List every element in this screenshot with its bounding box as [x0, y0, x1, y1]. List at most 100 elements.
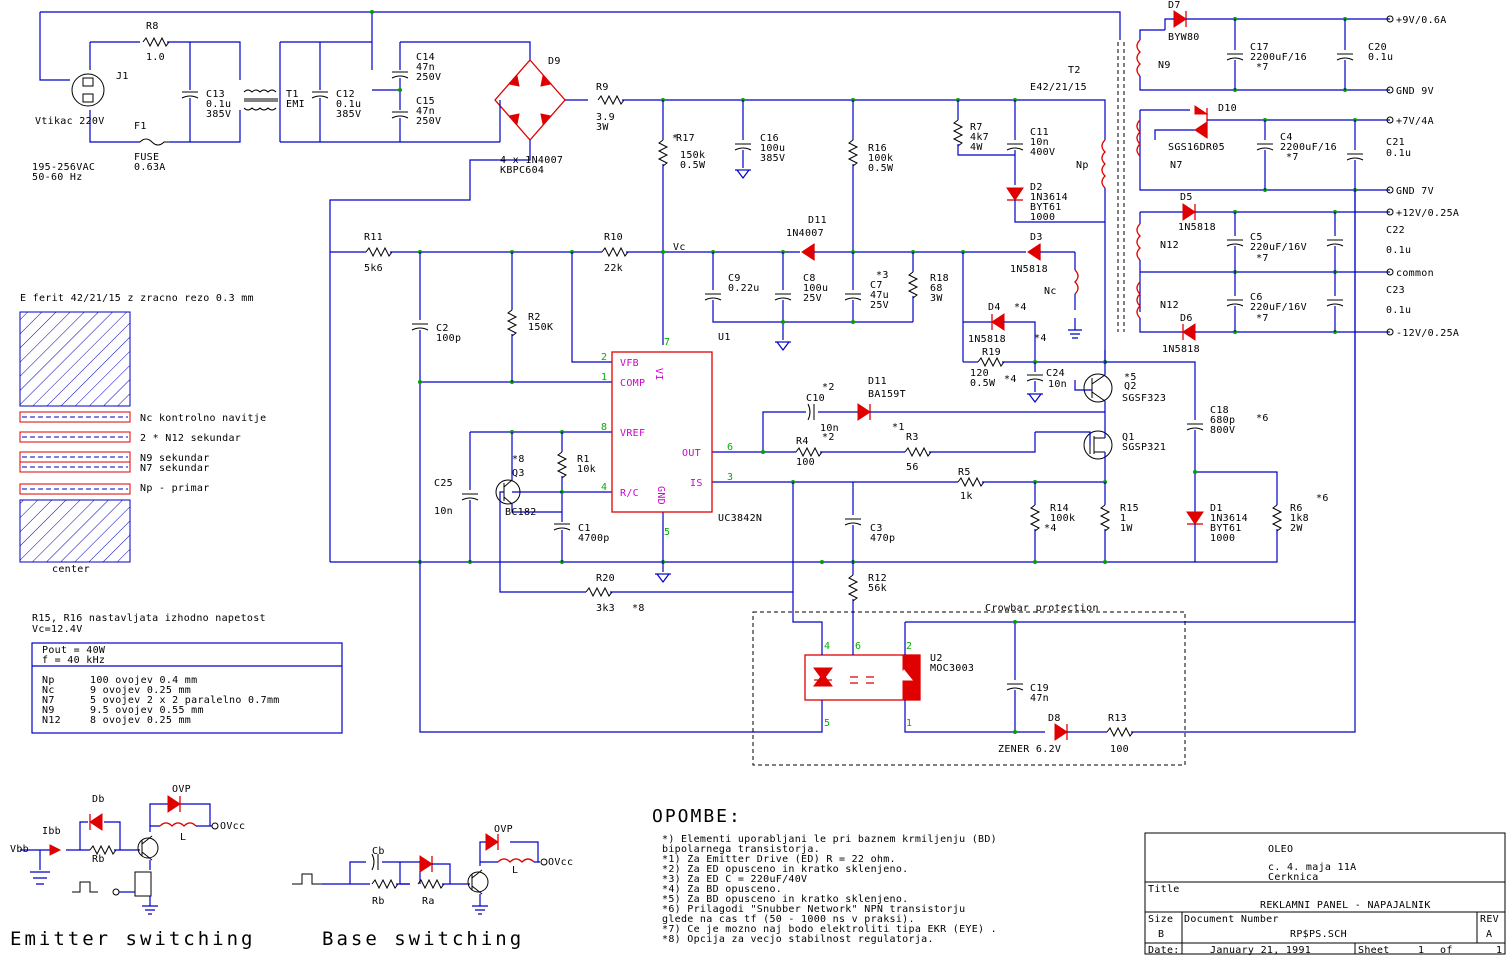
- core-layer-nc: Nc kontrolno navitje: [140, 413, 266, 424]
- c15-voltage: 250V: [416, 116, 441, 127]
- ic-pin2-name: VFB: [620, 358, 639, 369]
- ic-pin4-name: R/C: [620, 488, 639, 499]
- c4-mark: *7: [1286, 152, 1299, 163]
- r9-ref: R9: [596, 82, 609, 93]
- core-center-label: center: [52, 564, 90, 575]
- r5-value: 1k: [960, 491, 973, 502]
- f1-value: 0.63A: [134, 162, 166, 173]
- r10-ref: R10: [604, 232, 623, 243]
- d10-ref: D10: [1218, 103, 1237, 114]
- opombe-line-5: *4) Za BD opusceno.: [662, 884, 782, 895]
- c5-mark: *7: [1256, 253, 1269, 264]
- core-layer-n9: N9 sekundar: [140, 453, 210, 464]
- winding-n7-desc: 5 ovojev 2 x 2 paralelno 0.7mm: [90, 695, 280, 706]
- c11-voltage: 400V: [1030, 147, 1055, 158]
- r5-ref: R5: [958, 467, 971, 478]
- r2-ref: R2: [528, 312, 541, 323]
- c4-value: 2200uF/16: [1280, 142, 1337, 153]
- c15-value: 47n: [416, 106, 435, 117]
- ic-pin4-num: 4: [601, 482, 607, 493]
- input-range: 195-256VAC: [32, 162, 95, 173]
- d7-ref: D7: [1168, 0, 1181, 11]
- r10-value: 22k: [604, 263, 623, 274]
- r7-ref: R7: [970, 122, 983, 133]
- d7-value: BYW80: [1168, 32, 1200, 43]
- c13-voltage: 385V: [206, 109, 231, 120]
- c13-ref: C13: [206, 89, 225, 100]
- c15-ref: C15: [416, 96, 435, 107]
- r13-value: 100: [1110, 744, 1129, 755]
- q3-ref: Q3: [512, 468, 525, 479]
- winding-np-name: Np: [42, 675, 55, 686]
- c14-voltage: 250V: [416, 72, 441, 83]
- output-9v[interactable]: +9V/0.6A: [1396, 15, 1447, 26]
- winding-n7-name: N7: [42, 695, 55, 706]
- base-ra: Ra: [422, 896, 435, 907]
- base-ovp: OVP: [494, 824, 513, 835]
- r8-value: 1.0: [146, 52, 165, 63]
- r7-power: 4W: [970, 142, 983, 153]
- r4-mark: *2: [822, 432, 835, 443]
- ic-pin1-name: COMP: [620, 378, 645, 389]
- u2-pin1: 1: [906, 718, 912, 729]
- output-gnd7v[interactable]: GND 7V: [1396, 186, 1434, 197]
- output-gnd9v[interactable]: GND 9V: [1396, 86, 1434, 97]
- d10-value: SGS16DR05: [1168, 142, 1225, 153]
- output-neg12v[interactable]: -12V/0.25A: [1396, 328, 1459, 339]
- fuse-f1: [139, 138, 170, 146]
- r17-value: 150k: [680, 150, 705, 161]
- c2-ref: C2: [436, 323, 449, 334]
- c8-value: 100u: [803, 283, 828, 294]
- output-7v[interactable]: +7V/4A: [1396, 116, 1434, 127]
- c19-value: 47n: [1030, 693, 1049, 704]
- r6-mark: *6: [1316, 493, 1329, 504]
- c14-value: 47n: [416, 62, 435, 73]
- r7-value: 4k7: [970, 132, 989, 143]
- r2-value: 150K: [528, 322, 553, 333]
- c8-voltage: 25V: [803, 293, 822, 304]
- r18-value: 68: [930, 283, 943, 294]
- tb-of: 1: [1496, 945, 1502, 955]
- tb-address2: Cerknica: [1268, 872, 1319, 883]
- c8-ref: C8: [803, 273, 816, 284]
- u2-type: MOC3003: [930, 663, 974, 674]
- mains-plug-j1: [71, 73, 105, 107]
- c7-mark: *3: [876, 270, 889, 281]
- c16-value: 100u: [760, 143, 785, 154]
- d9-line1: 4 x 1N4007: [500, 155, 563, 166]
- c7-value: 47u: [870, 290, 889, 301]
- t1-type: EMI: [286, 99, 305, 110]
- winding-n12-desc: 8 ovojev 0.25 mm: [90, 715, 191, 726]
- c5-ref: C5: [1250, 232, 1263, 243]
- r17-mark: *: [672, 133, 678, 144]
- c16-ref: C16: [760, 133, 779, 144]
- t1-ref: T1: [286, 89, 299, 100]
- ic-pin3-name: IS: [690, 478, 703, 489]
- c12-voltage: 385V: [336, 109, 361, 120]
- c20-ref: C20: [1368, 42, 1387, 53]
- d2-line2: BYT61: [1030, 202, 1062, 213]
- winding-n9-desc: 9.5 ovojev 0.55 mm: [90, 705, 204, 716]
- output-common[interactable]: common: [1396, 268, 1434, 279]
- c14-ref: C14: [416, 52, 435, 63]
- n7-label: N7: [1170, 160, 1183, 171]
- output-12v[interactable]: +12V/0.25A: [1396, 208, 1459, 219]
- r9-power: 3W: [596, 122, 609, 133]
- r15-ref: R15: [1120, 503, 1139, 514]
- r6-power: 2W: [1290, 523, 1303, 534]
- tb-of-label: of: [1440, 945, 1453, 955]
- d9-line2: KBPC604: [500, 165, 544, 176]
- u2-pin4: 4: [824, 641, 830, 652]
- tb-sheet-label: Sheet: [1358, 945, 1390, 955]
- d1-ref: D1: [1210, 503, 1223, 514]
- emitter-vbb: Vbb: [10, 844, 29, 855]
- d1-line3: 1000: [1210, 533, 1235, 544]
- ic-part: UC3842N: [718, 513, 762, 524]
- r9-value: 3.9: [596, 112, 615, 123]
- table-freq: f = 40 kHz: [42, 655, 105, 666]
- secondary-section: [904, 10, 1394, 741]
- t2-type: E42/21/15: [1030, 82, 1087, 93]
- ic-uc3842: [611, 351, 713, 513]
- r13-ref: R13: [1108, 713, 1127, 724]
- c25-value: 10n: [434, 506, 453, 517]
